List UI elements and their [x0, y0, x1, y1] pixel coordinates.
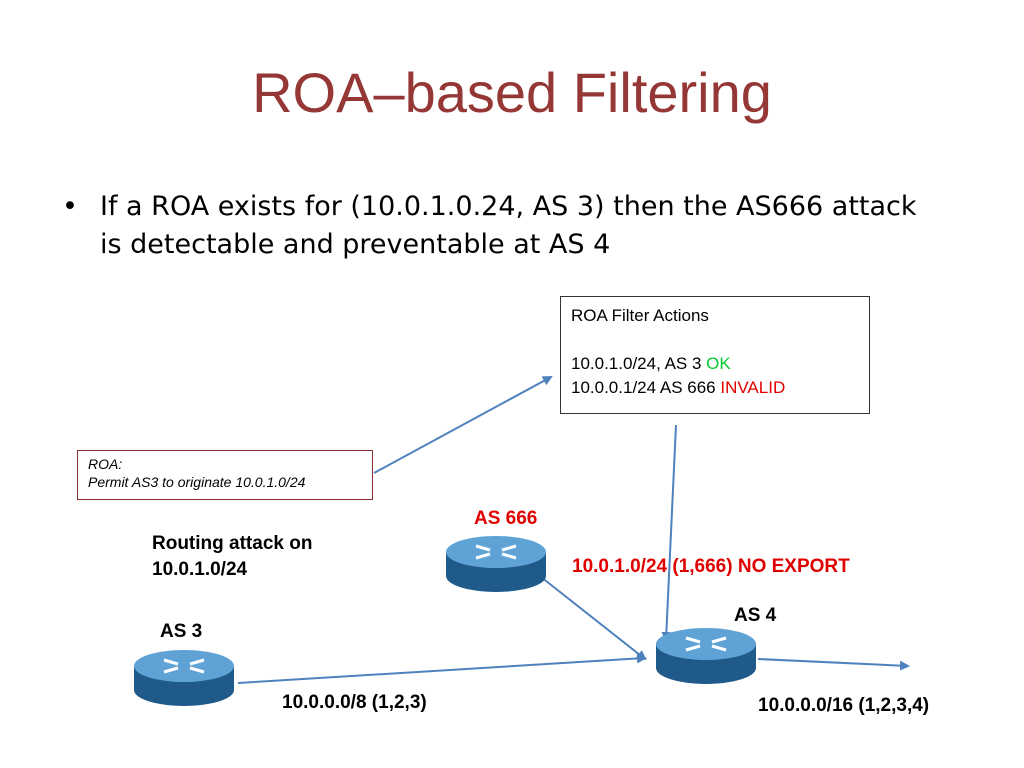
- roa-box: ROA: Permit AS3 to originate 10.0.1.0/24: [77, 450, 373, 500]
- roa-box-title: ROA:: [88, 456, 123, 472]
- bullet-text: If a ROA exists for (10.0.1.0.24, AS 3) …: [100, 191, 917, 260]
- routing-attack-line2: 10.0.1.0/24: [152, 559, 248, 580]
- as4-label: AS 4: [734, 605, 777, 626]
- arrow-as3-to-as4: [237, 653, 647, 684]
- as3-label: AS 3: [160, 621, 203, 642]
- arrow-filter-to-as4: [661, 424, 677, 642]
- arrow-as666-to-as4: [540, 576, 647, 661]
- router-icon: [446, 536, 546, 592]
- arrow-as4-out: [757, 658, 910, 671]
- status-ok: OK: [706, 354, 731, 373]
- arrow-roa-to-filter: [373, 376, 553, 474]
- router-icon: [656, 628, 756, 684]
- router-icon: [134, 650, 234, 706]
- slide-title: ROA–based Filtering: [252, 61, 772, 124]
- bullet-dot: •: [62, 191, 78, 222]
- hijack-route-label: 10.0.1.0/24 (1,666) NO EXPORT: [572, 556, 850, 577]
- routing-attack-line1: Routing attack on: [152, 533, 313, 554]
- filter-line-as666: 10.0.0.1/24 AS 666 INVALID: [571, 378, 786, 397]
- as4-route-label: 10.0.0.0/16 (1,2,3,4): [758, 695, 930, 716]
- filter-heading: ROA Filter Actions: [571, 306, 709, 325]
- roa-box-text: Permit AS3 to originate 10.0.1.0/24: [88, 474, 306, 490]
- as666-label: AS 666: [474, 508, 538, 529]
- filter-line-as3: 10.0.1.0/24, AS 3 OK: [571, 354, 731, 373]
- bullet-point: • If a ROA exists for (10.0.1.0.24, AS 3…: [62, 188, 942, 264]
- roa-filter-actions-box: ROA Filter Actions 10.0.1.0/24, AS 3 OK …: [560, 296, 870, 414]
- status-invalid: INVALID: [720, 378, 786, 397]
- as3-route-label: 10.0.0.0/8 (1,2,3): [282, 692, 427, 713]
